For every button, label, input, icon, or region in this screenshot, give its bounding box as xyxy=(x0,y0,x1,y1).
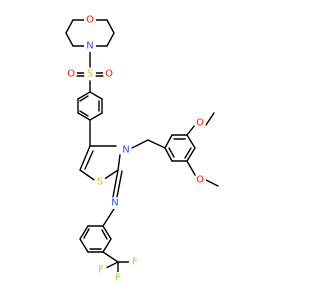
atom-label: N xyxy=(86,41,93,52)
atom-label: N xyxy=(111,198,118,209)
methoxy-oxygen-1-atom: O xyxy=(194,117,206,129)
atom-label: S xyxy=(87,69,93,80)
bond xyxy=(147,139,166,149)
structure-diagram: O N S O O N S xyxy=(65,14,219,284)
bond xyxy=(89,112,103,121)
atom-label: S xyxy=(97,177,103,188)
bond xyxy=(77,112,91,121)
atom-label: N xyxy=(122,145,129,156)
bond xyxy=(65,19,74,34)
bond xyxy=(205,112,215,126)
atom-label: O xyxy=(196,175,204,186)
bond xyxy=(105,261,119,269)
bond xyxy=(102,225,112,240)
atom-label: O xyxy=(196,118,204,129)
fluorine-3-atom: F xyxy=(129,256,141,268)
bond xyxy=(205,179,219,187)
bond xyxy=(186,124,196,136)
atom-label: O xyxy=(67,69,75,80)
bond xyxy=(102,208,115,227)
bond xyxy=(186,147,196,162)
atom-labels: O N S O O N S xyxy=(65,14,206,284)
bond xyxy=(131,139,149,149)
bond xyxy=(106,19,115,34)
bond xyxy=(184,147,192,159)
sulfonyl-oxygen-left-atom: O xyxy=(65,68,77,80)
bond xyxy=(102,251,119,263)
bond xyxy=(89,91,103,100)
atom-label: O xyxy=(86,15,94,26)
atom-label: F xyxy=(98,265,104,276)
imine-nitrogen-atom: N xyxy=(109,197,121,209)
bond xyxy=(102,169,119,181)
bond xyxy=(101,229,108,240)
bond xyxy=(112,169,119,198)
bond xyxy=(79,95,89,102)
bond xyxy=(79,238,89,253)
bonds xyxy=(65,19,219,274)
atom-label: F xyxy=(132,257,138,268)
bond xyxy=(79,145,91,171)
molecule-drawing: O N S O O N S xyxy=(65,14,219,284)
bond xyxy=(164,147,173,162)
bond xyxy=(84,150,94,170)
bond xyxy=(186,134,196,149)
bond xyxy=(83,228,90,239)
atom-label: F xyxy=(115,273,121,284)
sulfonyl-oxygen-right-atom: O xyxy=(103,68,115,80)
bond xyxy=(106,32,115,47)
thiazoline-nitrogen-atom: N xyxy=(120,144,132,156)
bond xyxy=(65,32,74,47)
bond xyxy=(117,154,121,171)
fluorine-1-atom: F xyxy=(95,264,107,276)
methoxy-oxygen-2-atom: O xyxy=(194,174,206,186)
morpholine-oxygen-atom: O xyxy=(84,14,96,26)
bond xyxy=(102,238,112,253)
sulfonyl-sulfur-atom: S xyxy=(84,68,96,80)
morpholine-nitrogen-atom: N xyxy=(84,40,96,52)
bond xyxy=(79,110,89,117)
atom-label: O xyxy=(105,69,113,80)
fluorine-2-atom: F xyxy=(112,272,124,284)
bond xyxy=(79,225,89,240)
bond xyxy=(164,134,173,149)
bond xyxy=(186,160,196,176)
thiazoline-sulfur-atom: S xyxy=(94,176,106,188)
bond xyxy=(79,169,98,183)
bond xyxy=(77,91,91,100)
bond xyxy=(168,147,175,158)
bond xyxy=(116,170,123,198)
